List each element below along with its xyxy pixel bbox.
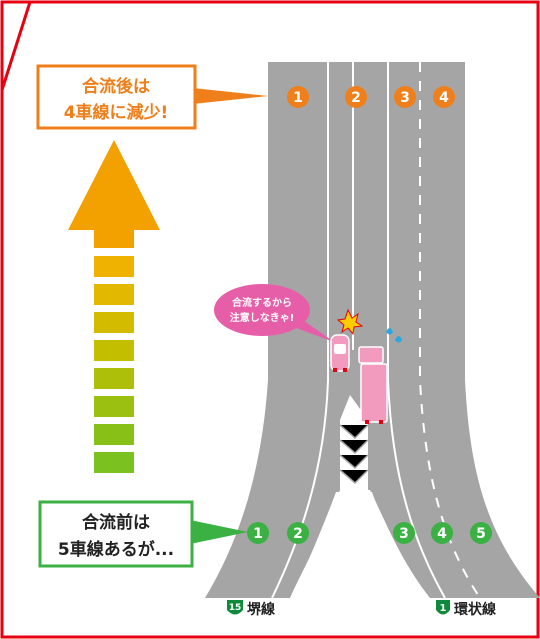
- lane-before-1: 1: [253, 526, 263, 542]
- lane-before-2: 2: [293, 526, 303, 542]
- truck: [358, 346, 388, 424]
- bottom-callout-line2: 5車線あるが...: [58, 539, 174, 560]
- bottom-callout: 合流前は 5車線あるが...: [38, 500, 248, 568]
- lane-after-4: 4: [439, 90, 449, 106]
- lane-before-3: 3: [399, 526, 409, 542]
- top-callout-line1: 合流後は: [82, 76, 150, 97]
- lane-numbers-after: 1 2 3 4: [287, 86, 455, 108]
- route-left-number: 15: [229, 603, 242, 613]
- speech-bubble: 合流するから 注意しなきゃ!: [214, 284, 334, 342]
- route-left-name: 堺線: [247, 601, 275, 618]
- bottom-callout-line1: 合流前は: [82, 512, 150, 533]
- lane-after-1: 1: [293, 90, 303, 106]
- route-right-sign: 1 環状線: [436, 600, 496, 618]
- route-right-number: 1: [440, 603, 447, 614]
- top-callout: 合流後は 4車線に減少!: [36, 64, 268, 130]
- route-right-name: 環状線: [454, 601, 496, 618]
- bubble-line2: 注意しなきゃ!: [230, 311, 295, 324]
- lane-numbers-before: 1 2 3 4 5: [247, 522, 492, 544]
- lane-before-4: 4: [437, 526, 447, 542]
- lane-after-3: 3: [400, 90, 410, 106]
- route-left-sign: 15 堺線: [227, 600, 275, 618]
- bubble-line1: 合流するから: [231, 296, 292, 309]
- lane-markings: [271, 62, 481, 599]
- direction-arrow: [68, 140, 160, 473]
- lane-after-2: 2: [351, 90, 361, 106]
- pink-car: [330, 334, 350, 372]
- alert-icon: [336, 308, 364, 336]
- top-callout-line2: 4車線に減少!: [64, 102, 169, 123]
- road: [205, 62, 540, 600]
- sweat-icon: [386, 328, 402, 343]
- lane-before-5: 5: [476, 526, 486, 542]
